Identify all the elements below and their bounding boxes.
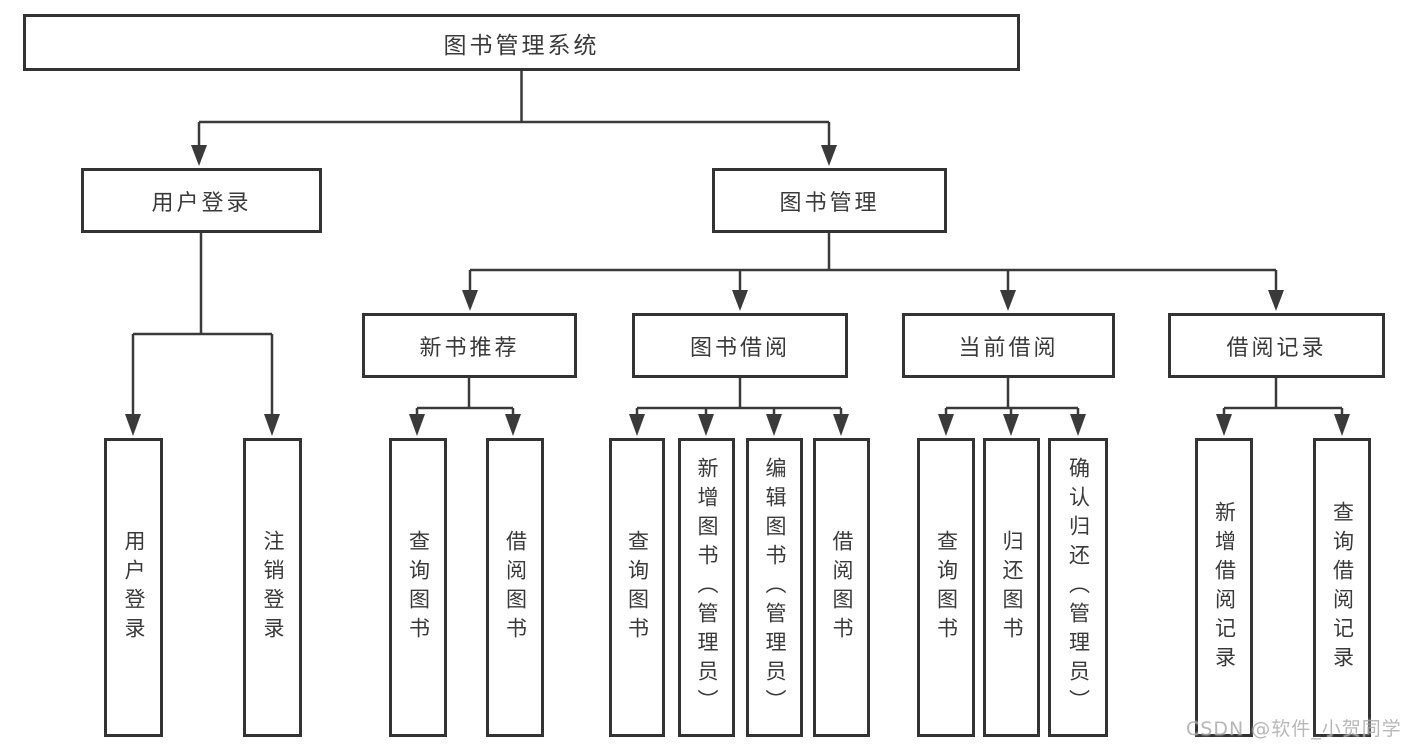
- node-root: 图书管理系统: [23, 14, 1020, 71]
- node-book-management-label: 图书管理: [779, 190, 880, 216]
- node-book-borrow-label: 图书借阅: [689, 335, 790, 361]
- leaf-add-book-admin-label: 新增图书（管理员）: [695, 457, 719, 718]
- node-new-book-recommend: 新书推荐: [362, 313, 577, 378]
- node-root-label: 图书管理系统: [443, 32, 600, 59]
- leaf-borrow-book-recommend: 借阅图书: [486, 438, 544, 737]
- leaf-return-book-label: 归还图书: [1000, 529, 1024, 646]
- leaf-borrow-book-label: 借阅图书: [830, 529, 854, 646]
- leaf-query-book-current: 查询图书: [917, 438, 975, 737]
- leaf-query-book-current-label: 查询图书: [934, 529, 959, 646]
- node-borrow-record-label: 借阅记录: [1226, 335, 1327, 361]
- leaf-add-book-admin: 新增图书（管理员）: [678, 438, 735, 737]
- node-borrow-record: 借阅记录: [1168, 313, 1385, 378]
- node-book-management: 图书管理: [712, 168, 947, 233]
- node-user-login-label: 用户登录: [151, 190, 252, 216]
- leaf-borrow-book-recommend-label: 借阅图书: [503, 529, 528, 646]
- leaf-query-book-recommend-label: 查询图书: [406, 529, 431, 646]
- leaf-edit-book-admin: 编辑图书（管理员）: [746, 438, 803, 737]
- csdn-watermark: CSDN @软件_小贺同学: [1186, 718, 1402, 740]
- leaf-confirm-return-admin-label: 确认归还（管理员）: [1066, 457, 1091, 718]
- leaf-add-borrow-record-label: 新增借阅记录: [1212, 500, 1237, 675]
- leaf-query-book-borrow: 查询图书: [609, 438, 665, 737]
- node-current-borrow-label: 当前借阅: [958, 335, 1059, 361]
- node-current-borrow: 当前借阅: [902, 313, 1115, 378]
- leaf-user-login: 用户登录: [104, 438, 163, 737]
- leaf-return-book: 归还图书: [983, 438, 1040, 737]
- leaf-user-login-label: 用户登录: [122, 529, 146, 646]
- leaf-query-borrow-record-label: 查询借阅记录: [1330, 500, 1355, 675]
- leaf-add-borrow-record: 新增借阅记录: [1195, 438, 1253, 737]
- leaf-logout-label: 注销登录: [261, 529, 285, 646]
- leaf-query-borrow-record: 查询借阅记录: [1313, 438, 1371, 737]
- node-user-login: 用户登录: [81, 168, 322, 233]
- leaf-edit-book-admin-label: 编辑图书（管理员）: [763, 457, 787, 718]
- node-new-book-recommend-label: 新书推荐: [419, 335, 520, 361]
- leaf-confirm-return-admin: 确认归还（管理员）: [1048, 438, 1108, 737]
- leaf-query-book-borrow-label: 查询图书: [625, 529, 650, 646]
- leaf-borrow-book: 借阅图书: [813, 438, 870, 737]
- node-book-borrow: 图书借阅: [632, 313, 848, 378]
- leaf-query-book-recommend: 查询图书: [389, 438, 447, 737]
- leaf-logout: 注销登录: [243, 438, 302, 737]
